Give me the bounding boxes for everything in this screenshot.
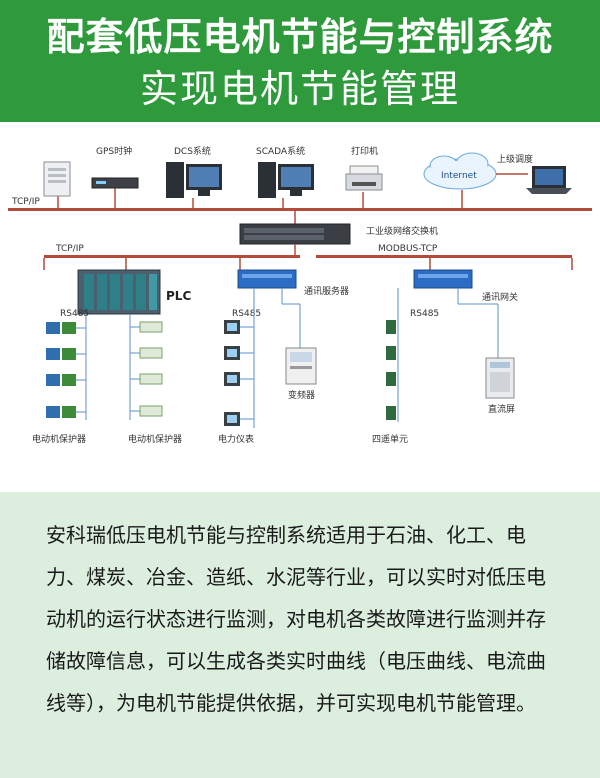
laptop-icon (526, 166, 572, 194)
motor-protector-device-icon (139, 321, 163, 417)
plc-rack-icon (77, 269, 161, 315)
network-switch-icon (239, 223, 351, 245)
right-bus-line (316, 255, 572, 258)
power-meter-label: 电力仪表 (218, 433, 254, 445)
comm-gateway-label: 通讯网关 (482, 291, 518, 303)
comm-gateway-icon (413, 269, 473, 289)
power-meter-icon (224, 320, 240, 426)
printer-icon (345, 165, 383, 191)
gateway-rs485-label: RS485 (410, 309, 439, 319)
server-tower-icon (43, 161, 71, 197)
printer-label: 打印机 (351, 145, 378, 157)
inverter-label: 变频器 (288, 389, 315, 401)
comm-server-label: 通讯服务器 (304, 285, 349, 297)
scada-system-label: SCADA系统 (256, 145, 305, 157)
internet-label: Internet (441, 171, 477, 181)
server-rs485-label: RS485 (232, 309, 261, 319)
description-text: 安科瑞低压电机节能与控制系统适用于石油、化工、电力、煤炭、冶金、造纸、水泥等行业… (46, 523, 546, 715)
scada-workstation-icon (258, 162, 314, 198)
motor-protector-device-icon (46, 322, 76, 418)
gps-clock-label: GPS时钟 (96, 145, 132, 157)
top-bus-line (8, 208, 592, 211)
top-bus-label: TCP/IP (11, 197, 40, 207)
dcs-system-label: DCS系统 (174, 145, 211, 157)
upper-dispatch-label: 上级调度 (497, 153, 533, 165)
network-switch-label: 工业级网络交换机 (366, 225, 438, 237)
motor-protector-label-2: 电动机保护器 (128, 433, 182, 445)
motor-protector-label-1: 电动机保护器 (32, 433, 86, 445)
dcs-workstation-icon (166, 162, 222, 198)
left-bus-line (44, 255, 300, 258)
gps-clock-icon (91, 177, 139, 189)
dc-panel-label: 直流屏 (488, 403, 515, 415)
comm-server-icon (237, 269, 297, 289)
plc-label: PLC (166, 289, 191, 303)
remote-unit-icon (386, 320, 396, 420)
left-bus-label: TCP/IP (55, 244, 84, 254)
right-bus-label: MODBUS-TCP (378, 244, 438, 254)
internet-cloud-icon (423, 152, 497, 190)
description-panel: 安科瑞低压电机节能与控制系统适用于石油、化工、电力、煤炭、冶金、造纸、水泥等行业… (0, 492, 600, 778)
remote-unit-label: 四遥单元 (372, 433, 408, 445)
plc-rs485-label: RS485 (60, 309, 89, 319)
dc-panel-icon (485, 357, 515, 399)
header-banner: 配套低压电机节能与控制系统 实现电机节能管理 (0, 0, 600, 122)
page-subtitle: 实现电机节能管理 (139, 67, 460, 111)
page-title: 配套低压电机节能与控制系统 (46, 15, 554, 59)
network-diagram: TCP/IP GPS时钟 DCS系统 SCADA系统 打印机 (0, 122, 600, 492)
inverter-icon (285, 347, 317, 385)
